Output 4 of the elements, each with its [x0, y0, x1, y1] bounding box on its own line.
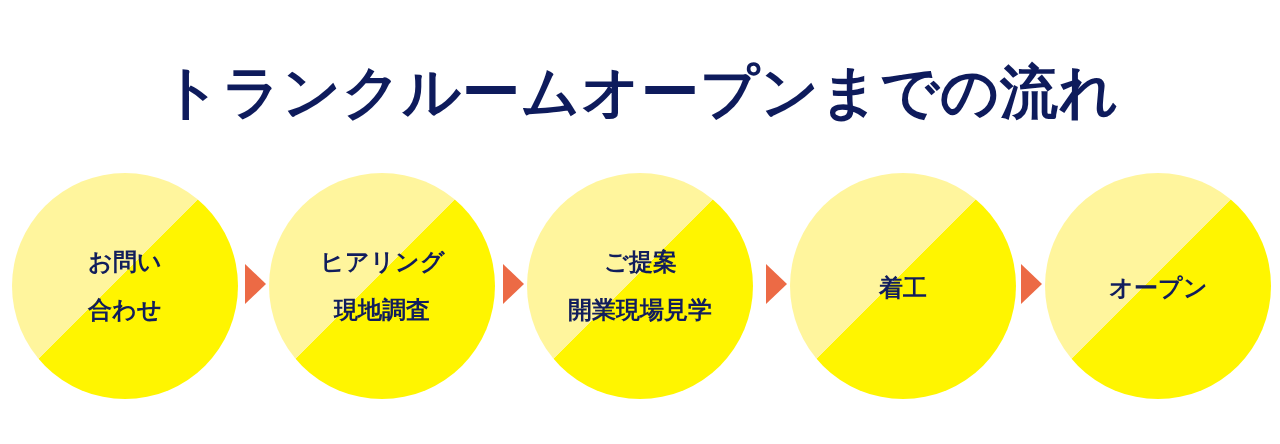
step-label: ヒアリング [319, 247, 445, 278]
diagram-title: トランクルームオープンまでの流れ [161, 57, 1119, 128]
step-label: お問い合わせ [87, 247, 163, 326]
step-label: ご提案 [603, 247, 677, 278]
